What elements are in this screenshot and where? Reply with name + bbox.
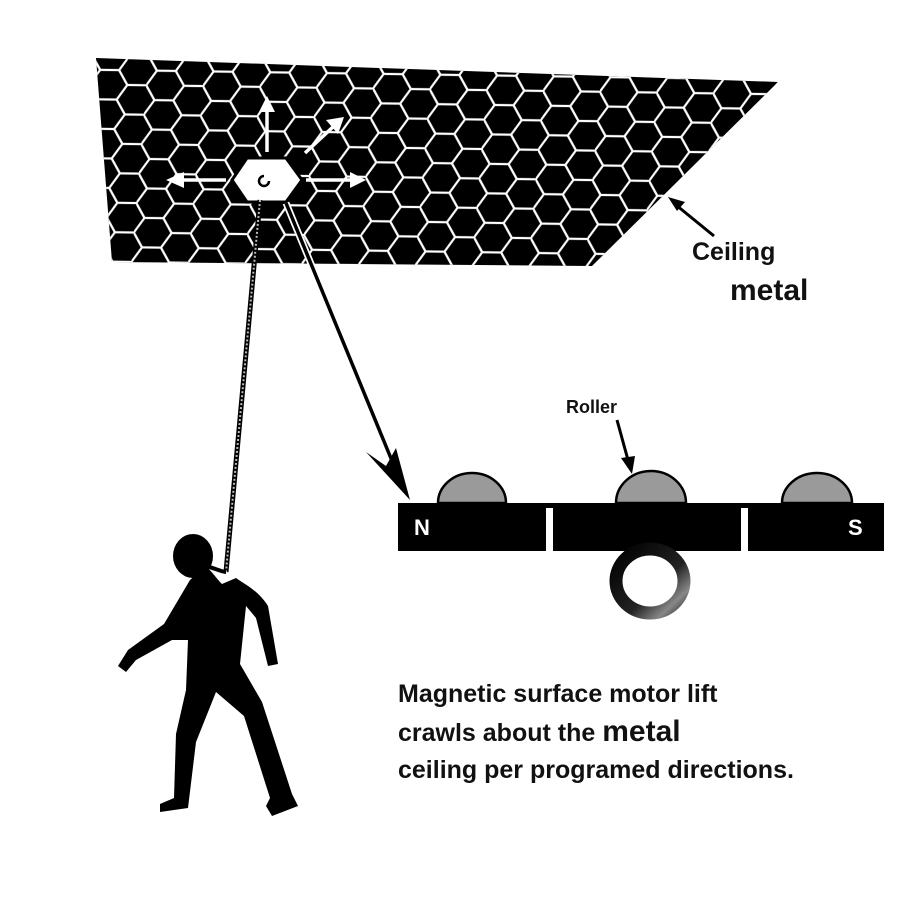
caption-line-2-prefix: crawls about the (398, 719, 596, 747)
roller-label: Roller (566, 397, 618, 417)
caption-line-2-emphasis: metal (602, 715, 681, 748)
motor-unit (230, 156, 304, 204)
lift-cable (223, 199, 263, 573)
caption-line-2: crawls about the metal (398, 713, 794, 752)
bar-divider-left (546, 508, 553, 551)
south-pole-label: S (848, 515, 863, 540)
direction-arrows (166, 96, 366, 188)
detail-arrow (282, 201, 410, 500)
metal-label: metal (730, 274, 809, 307)
magnet-assembly (398, 469, 884, 620)
hook-icon (257, 174, 271, 188)
north-pole-label: N (414, 515, 430, 540)
hand-on-cable (205, 564, 227, 574)
roller-left (436, 471, 508, 505)
lift-ring (609, 542, 691, 620)
ceiling-pointer-arrow (668, 197, 715, 238)
caption-line-3: ceiling per programed directions. (398, 756, 794, 784)
bar-divider-right (741, 508, 748, 551)
walking-person-silhouette (118, 534, 298, 816)
caption: Magnetic surface motor lift crawls about… (398, 676, 794, 789)
ceiling-label: Ceiling (692, 238, 776, 266)
roller-pointer-arrow (615, 419, 635, 474)
caption-line-1: Magnetic surface motor lift (398, 680, 718, 708)
magnet-bar (398, 503, 884, 551)
roller-center (614, 469, 688, 505)
roller-right (780, 471, 854, 505)
